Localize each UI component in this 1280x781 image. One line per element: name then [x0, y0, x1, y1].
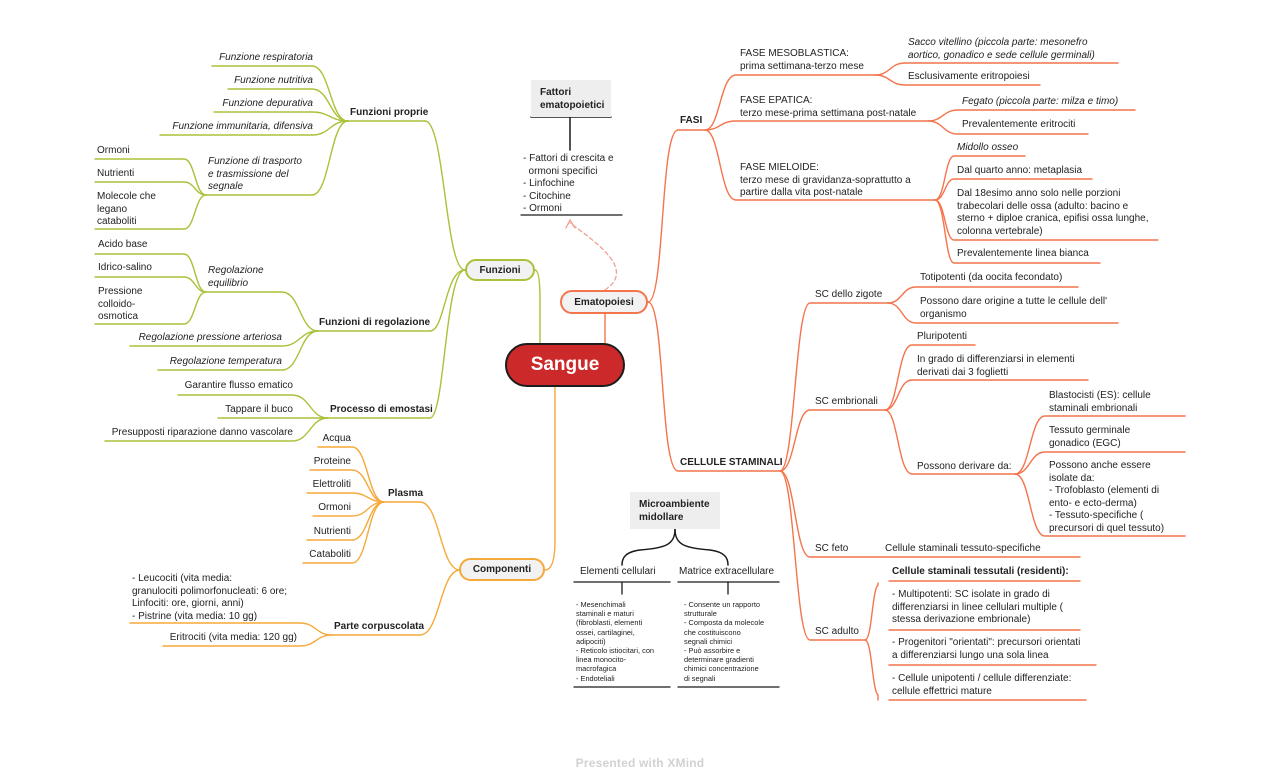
node-cellule-tessutali-title[interactable]: Cellule staminali tessutali (residenti):	[892, 566, 1069, 577]
topic-funzioni-regolazione[interactable]: Funzioni di regolazione	[319, 317, 431, 328]
node-multipotenti[interactable]: - Multipotenti: SC isolate in grado di d…	[892, 589, 1064, 625]
node-pressione-colloido[interactable]: Pressione colloido- osmotica	[98, 286, 143, 322]
node-fase-mieloide[interactable]: FASE MIELOIDE: terzo mese di gravidanza-…	[740, 162, 911, 198]
node-leucociti[interactable]: - Leucociti (vita media: granulociti pol…	[132, 573, 288, 622]
node-molecole-cataboliti[interactable]: Molecole che legano cataboliti	[97, 191, 156, 227]
node-regolazione-equilibrio[interactable]: Regolazione equilibrio	[208, 265, 264, 289]
node-garantire-flusso[interactable]: Garantire flusso ematico	[184, 380, 293, 391]
node-18esimo-anno[interactable]: Dal 18esimo anno solo nelle porzioni tra…	[957, 188, 1149, 237]
node-totipotenti[interactable]: Totipotenti (da oocita fecondato)	[920, 272, 1063, 283]
topic-ematopoiesi[interactable]: Ematopoiesi	[560, 290, 648, 314]
node-metaplasia[interactable]: Dal quarto anno: metaplasia	[957, 165, 1083, 176]
node-tessuto-specifiche[interactable]: Cellule staminali tessuto-specifiche	[885, 543, 1041, 554]
node-funzione-nutritiva[interactable]: Funzione nutritiva	[234, 75, 313, 86]
fattori-ematopoietici-list: - Fattori di crescita e ormoni specifici…	[523, 153, 614, 214]
topic-cellule-staminali[interactable]: CELLULE STAMINALI	[680, 457, 783, 468]
node-esclusivamente-eritropoiesi[interactable]: Esclusivamente eritropoiesi	[908, 71, 1030, 82]
node-matrice-extracellulare[interactable]: Matrice extracellulare	[679, 566, 775, 577]
node-elementi-cellulari[interactable]: Elementi cellulari	[580, 566, 656, 577]
topic-processo-emostasi[interactable]: Processo di emostasi	[330, 404, 433, 415]
node-tappare-buco[interactable]: Tappare il buco	[225, 404, 293, 415]
node-funzione-immunitaria[interactable]: Funzione immunitaria, difensiva	[172, 121, 313, 132]
node-possono-derivare[interactable]: Possono derivare da:	[917, 461, 1012, 472]
node-fase-mesoblastica[interactable]: FASE MESOBLASTICA: prima settimana-terzo…	[740, 48, 864, 72]
node-prevalentemente-linea-bianca[interactable]: Prevalentemente linea bianca	[957, 248, 1089, 259]
root-topic[interactable]: Sangue	[505, 343, 625, 387]
node-tessuto-germinale[interactable]: Tessuto germinale gonadico (EGC)	[1049, 425, 1131, 449]
topic-parte-corpuscolata[interactable]: Parte corpuscolata	[334, 621, 425, 632]
node-sc-feto[interactable]: SC feto	[815, 543, 849, 554]
node-funzione-depurativa[interactable]: Funzione depurativa	[222, 98, 313, 109]
node-progenitori-orientati[interactable]: - Progenitori "orientati": precursori or…	[892, 637, 1081, 661]
node-sacco-vitellino[interactable]: Sacco vitellino (piccola parte: mesonefr…	[908, 37, 1095, 61]
matrice-extracellulare-text: - Consente un rapporto strutturale - Com…	[684, 600, 765, 683]
topic-componenti[interactable]: Componenti	[459, 558, 545, 581]
node-midollo-osseo[interactable]: Midollo osseo	[957, 142, 1019, 153]
node-origine-cellule[interactable]: Possono dare origine a tutte le cellule …	[920, 296, 1108, 320]
node-isolate-da[interactable]: Possono anche essere isolate da: - Trofo…	[1049, 460, 1165, 534]
node-sc-adulto[interactable]: SC adulto	[815, 626, 859, 637]
node-nutrienti[interactable]: Nutrienti	[97, 168, 135, 179]
topic-fasi[interactable]: FASI	[680, 115, 703, 126]
node-eritrociti[interactable]: Eritrociti (vita media: 120 gg)	[169, 632, 297, 643]
node-acqua[interactable]: Acqua	[322, 433, 351, 444]
node-regolazione-pressione[interactable]: Regolazione pressione arteriosa	[138, 332, 282, 343]
topic-funzioni-proprie[interactable]: Funzioni proprie	[350, 107, 429, 118]
node-sc-embrionali[interactable]: SC embrionali	[815, 396, 878, 407]
node-pluripotenti[interactable]: Pluripotenti	[917, 331, 968, 342]
node-ormoni[interactable]: Ormoni	[97, 145, 130, 156]
node-elettroliti[interactable]: Elettroliti	[312, 479, 351, 490]
node-nutrienti-plasma[interactable]: Nutrienti	[313, 526, 351, 537]
node-differenziarsi-foglietti[interactable]: In grado di differenziarsi in elementi d…	[917, 354, 1075, 378]
fattori-ematopoietici-title[interactable]: Fattori ematopoietici	[531, 80, 611, 117]
topic-plasma[interactable]: Plasma	[388, 488, 424, 499]
node-fase-epatica[interactable]: FASE EPATICA: terzo mese-prima settimana…	[740, 95, 917, 119]
node-ormoni-plasma[interactable]: Ormoni	[318, 502, 351, 513]
node-idrico-salino[interactable]: Idrico-salino	[98, 262, 152, 273]
node-acido-base[interactable]: Acido base	[98, 239, 148, 250]
footer-watermark: Presented with XMind	[575, 756, 705, 770]
node-sc-zigote[interactable]: SC dello zigote	[815, 289, 883, 300]
elementi-cellulari-text: - Mesenchimali staminali e maturi (fibro…	[576, 600, 655, 683]
node-fegato[interactable]: Fegato (piccola parte: milza e timo)	[962, 96, 1119, 107]
node-cataboliti[interactable]: Cataboliti	[309, 549, 351, 560]
topic-funzioni[interactable]: Funzioni	[465, 259, 535, 281]
node-regolazione-temperatura[interactable]: Regolazione temperatura	[169, 356, 282, 367]
node-blastocisti[interactable]: Blastocisti (ES): cellule staminali embr…	[1049, 390, 1151, 414]
node-presupposti-riparazione[interactable]: Presupposti riparazione danno vascolare	[111, 427, 293, 438]
microambiente-title[interactable]: Microambiente midollare	[630, 492, 720, 529]
node-prevalentemente-eritrociti[interactable]: Prevalentemente eritrociti	[962, 119, 1076, 130]
node-funzione-respiratoria[interactable]: Funzione respiratoria	[219, 52, 313, 63]
node-proteine[interactable]: Proteine	[313, 456, 351, 467]
node-funzione-trasporto[interactable]: Funzione di trasporto e trasmissione del…	[208, 156, 302, 192]
node-cellule-unipotenti[interactable]: - Cellule unipotenti / cellule differenz…	[892, 673, 1072, 697]
